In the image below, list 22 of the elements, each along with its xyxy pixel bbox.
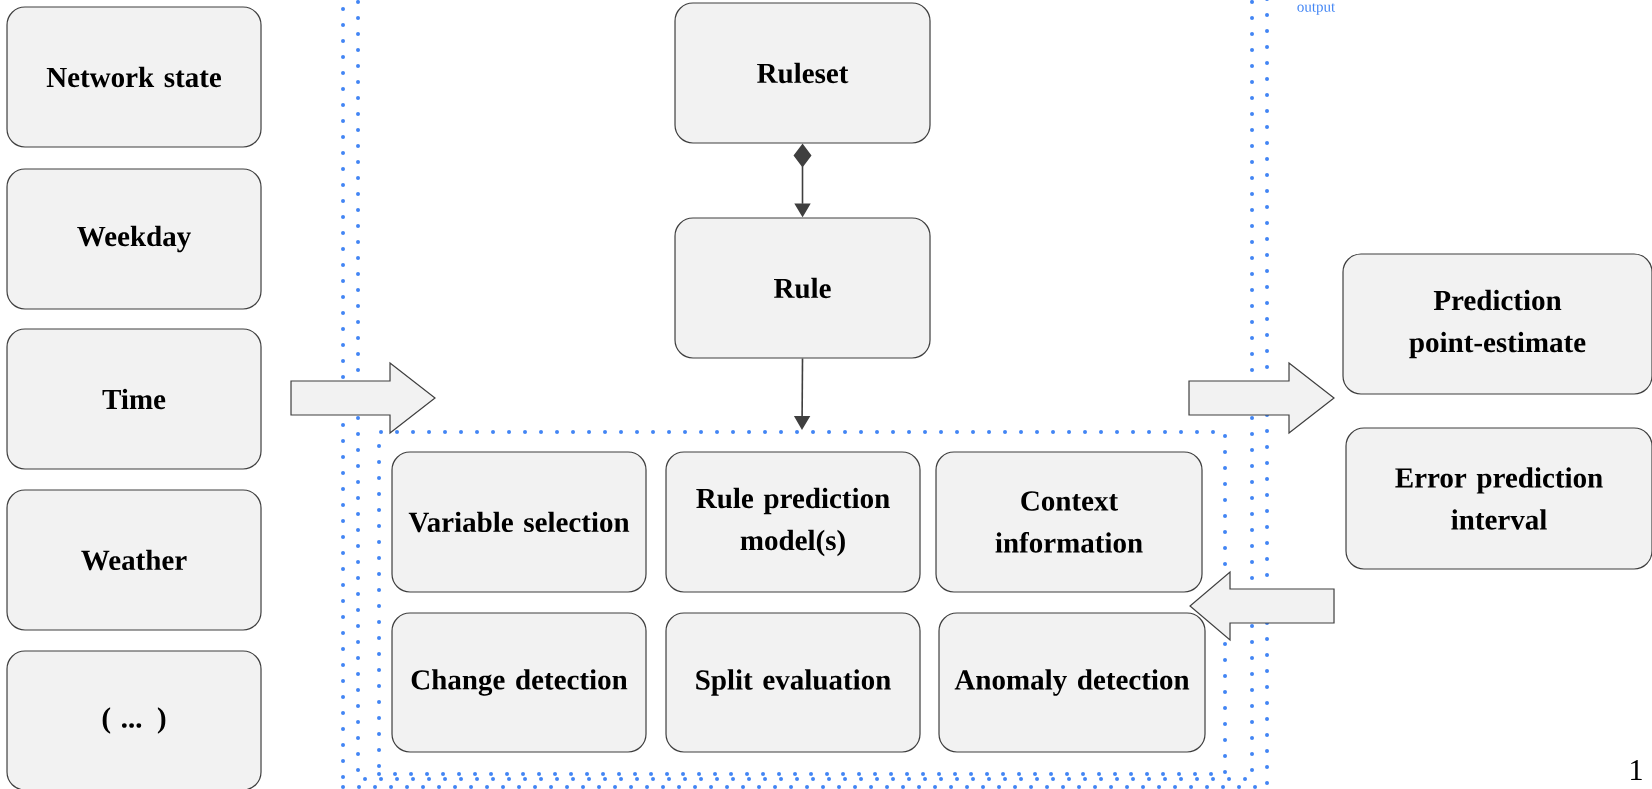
note-label: 1 bbox=[1631, 760, 1642, 780]
dotted-frame bbox=[377, 430, 1227, 776]
process-box: Weekday bbox=[6, 168, 262, 310]
block-arrow bbox=[290, 361, 436, 435]
process-box: Split evaluation bbox=[665, 612, 921, 753]
process-box: Rule prediction model(s) bbox=[665, 451, 921, 593]
process-box: Anomaly detection bbox=[938, 612, 1206, 753]
process-box: Error prediction interval bbox=[1345, 427, 1652, 570]
process-box: Prediction point-estimate bbox=[1342, 253, 1652, 395]
process-box: Change detection bbox=[391, 612, 647, 753]
process-box: Network state bbox=[6, 6, 262, 148]
note-label: output bbox=[1297, 3, 1336, 15]
process-box: Weather bbox=[6, 489, 262, 631]
process-box: Time bbox=[6, 328, 262, 470]
dotted-frame bbox=[341, 0, 1269, 789]
process-box: Variable selection bbox=[391, 451, 647, 593]
block-arrow bbox=[1188, 361, 1335, 435]
process-box: Context information bbox=[935, 451, 1203, 593]
process-box: Rule bbox=[674, 217, 931, 359]
block-arrow bbox=[1189, 570, 1335, 642]
process-box: Ruleset bbox=[674, 2, 931, 144]
process-box: ( ... ) bbox=[6, 650, 262, 789]
